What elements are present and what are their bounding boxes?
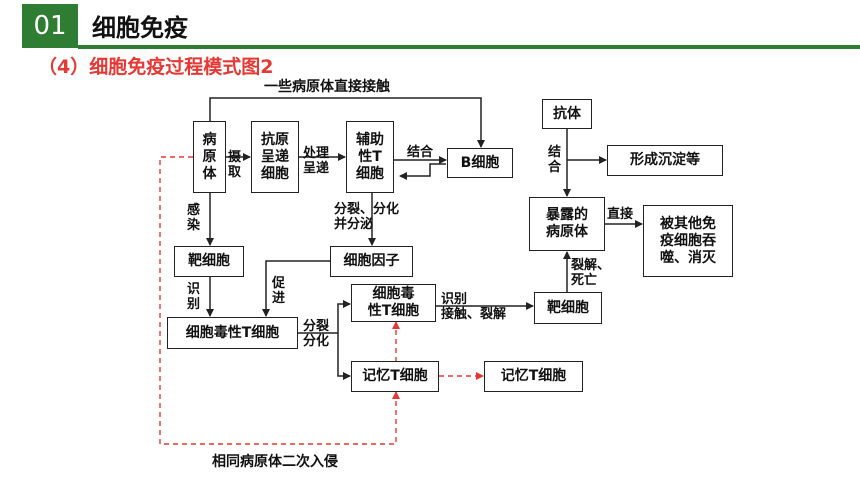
label-direct: 直接 [607,207,634,222]
label-process-present: 处理 呈递 [303,146,330,176]
node-antibody: 抗体 [542,99,592,129]
header-divider [78,45,860,49]
label-direct-contact: 一些病原体直接接触 [264,79,390,95]
arrow-secondary-invasion [159,156,400,445]
label-divide-secrete: 分裂、分化 并分泌 [334,202,400,232]
node-exposed-pathogen: 暴露的 病原体 [529,197,605,251]
node-b-cell: B细胞 [447,148,513,178]
page-title: 细胞免疫 [92,14,188,42]
arrow-b-return [399,163,446,180]
section-number: 01 [22,4,78,48]
label-recognize-contact: 识别 接触、裂解 [441,292,507,322]
node-target-cell-right: 靶细胞 [534,292,602,324]
node-memory-t-2: 记忆T细胞 [484,361,583,392]
label-promote: 促 进 [272,276,286,306]
subtitle: （4）细胞免疫过程模式图2 [38,56,274,78]
label-combine-b: 结合 [407,145,434,160]
arrow-promote [262,260,330,317]
label-recognize-left: 识 别 [187,282,201,312]
node-helper-t-cell: 辅助 性T 细胞 [346,121,394,193]
node-phagocytosis: 被其他免 疫细胞吞 噬、消灭 [643,205,733,277]
node-precipitate: 形成沉淀等 [607,145,723,176]
label-combine-antibody: 结 合 [548,145,562,175]
node-cytokine: 细胞因子 [330,246,413,277]
label-secondary-invasion: 相同病原体二次入侵 [212,454,338,470]
label-uptake: 摄 取 [228,150,242,180]
node-cytotoxic-t-left: 细胞毒性T细胞 [167,317,298,349]
node-cytotoxic-t-new: 细胞毒 性T细胞 [351,284,436,322]
node-target-cell-left: 靶细胞 [174,246,244,277]
label-lyse-die: 裂解、 死亡 [571,258,611,288]
node-pathogen: 病 原 体 [193,121,226,193]
node-antigen-presenting-cell: 抗原 呈递 细胞 [251,121,299,193]
arrow-branch-memory [337,333,351,380]
arrow-direct-contact [209,97,485,148]
arrow-branch [298,300,351,334]
label-divide-differentiate: 分裂 分化 [303,319,330,349]
label-infect: 感 染 [187,203,201,233]
node-memory-t-1: 记忆T细胞 [351,361,439,392]
